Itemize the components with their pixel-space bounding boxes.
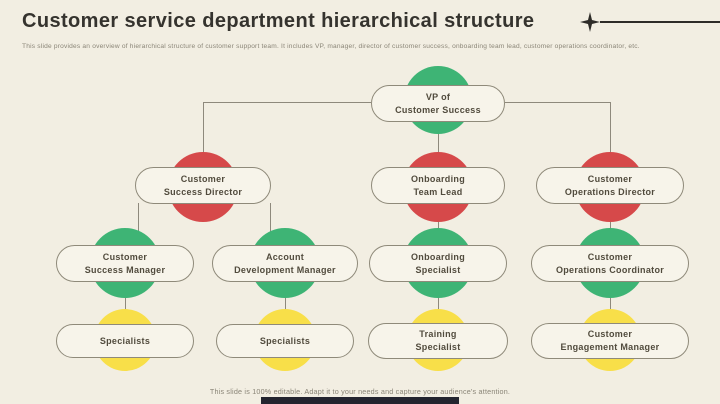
connector-line — [438, 132, 439, 154]
node-onboarding-specialist: Onboarding Specialist — [369, 245, 507, 282]
node-label: Customer — [587, 251, 633, 262]
node-customer-operations-coordinator: Customer Operations Coordinator — [531, 245, 689, 282]
footer-note: This slide is 100% editable. Adapt it to… — [209, 387, 511, 396]
connector-line — [610, 220, 611, 230]
node-label: Customer — [180, 173, 226, 184]
sparkle-icon — [580, 12, 600, 32]
node-onboarding-team-lead: Onboarding Team Lead — [371, 167, 505, 204]
node-customer-engagement-manager: Customer Engagement Manager — [531, 323, 689, 359]
connector-line — [610, 296, 611, 311]
node-label: Customer Success — [395, 104, 481, 115]
connector-line — [203, 102, 371, 103]
node-label: Customer — [587, 173, 633, 184]
node-customer-success-manager: Customer Success Manager — [56, 245, 194, 282]
connector-line — [505, 102, 610, 103]
node-label: Success Director — [163, 186, 243, 197]
title-decoration-line — [600, 21, 720, 23]
node-specialists-2: Specialists — [216, 324, 354, 358]
page-subtitle: This slide provides an overview of hiera… — [22, 43, 640, 50]
node-label: VP of — [425, 91, 451, 102]
connector-line — [138, 203, 139, 232]
connector-line — [125, 296, 126, 311]
node-label: Team Lead — [413, 186, 463, 197]
connector-line — [285, 296, 286, 311]
node-label: Onboarding — [411, 251, 465, 262]
node-label: Training — [419, 329, 457, 340]
node-label: Specialist — [415, 342, 461, 352]
node-label: Specialists — [259, 335, 311, 346]
node-customer-operations-director: Customer Operations Director — [536, 167, 684, 204]
page-title: Customer service department hierarchical… — [22, 10, 535, 32]
node-account-development-manager: Account Development Manager — [212, 245, 358, 282]
node-label: Account — [265, 251, 305, 262]
node-label: Engagement Manager — [560, 342, 660, 352]
node-customer-success-director: Customer Success Director — [135, 167, 271, 204]
node-label: Customer — [587, 329, 633, 340]
node-label: Customer — [102, 251, 148, 262]
node-label: Specialists — [99, 335, 151, 346]
connector-line — [203, 102, 204, 154]
node-label: Development Manager — [234, 264, 336, 275]
node-specialists-1: Specialists — [56, 324, 194, 358]
node-label: Specialist — [415, 264, 461, 275]
node-vp-customer-success: VP of Customer Success — [371, 85, 505, 122]
connector-line — [270, 203, 271, 232]
node-label: Onboarding — [411, 173, 465, 184]
node-label: Success Manager — [84, 264, 166, 275]
node-training-specialist: Training Specialist — [368, 323, 508, 359]
node-label: Operations Director — [564, 186, 656, 197]
connector-line — [438, 296, 439, 311]
node-label: Operations Coordinator — [555, 264, 665, 275]
connector-line — [438, 220, 439, 230]
bottom-bar — [261, 397, 459, 404]
connector-line — [610, 102, 611, 154]
